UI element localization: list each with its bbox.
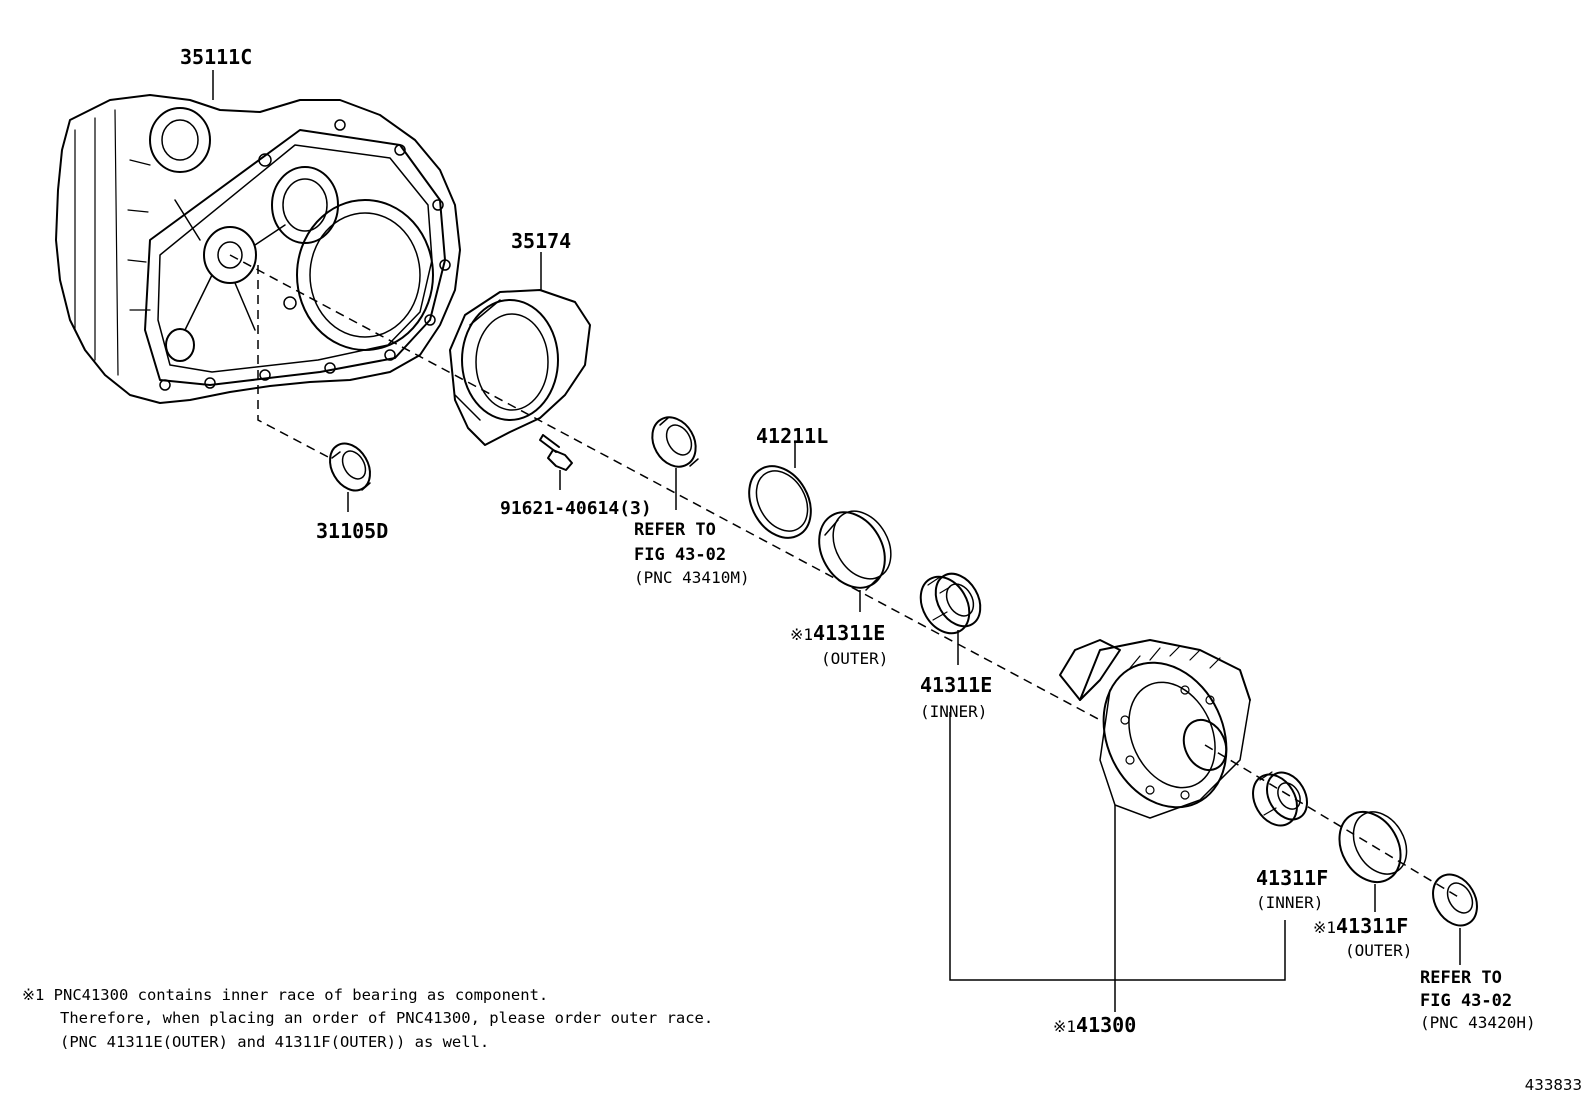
oil-seal-refer-drawing (651, 416, 699, 468)
refer2-line1: REFER TO (1420, 968, 1502, 988)
figure-id: 433833 (1525, 1076, 1582, 1094)
label-41211L: 41211L (756, 424, 828, 448)
mark-41311E-outer: ※1 (790, 625, 813, 644)
bearing-outer-race-41311E-drawing (818, 510, 892, 591)
bearing-inner-race-41311F-drawing (1252, 771, 1308, 827)
cover-35174-drawing (449, 289, 591, 446)
sub-41311F-inner: (INNER) (1256, 893, 1323, 912)
footnote-line1: ※1 PNC41300 contains inner race of beari… (22, 986, 548, 1004)
transaxle-housing-drawing (55, 94, 461, 404)
label-41300: ※141300 (1053, 1013, 1136, 1037)
label-41311F-inner: 41311F (1256, 866, 1328, 890)
bearing-inner-race-41311E-drawing (919, 572, 982, 635)
leader-lines (212, 70, 1461, 1012)
label-35174: 35174 (511, 229, 571, 253)
footnote-line2: Therefore, when placing an order of PNC4… (60, 1009, 713, 1027)
refer2-line2: FIG 43-02 (1420, 991, 1512, 1011)
label-41311E-outer: ※141311E (790, 621, 885, 645)
label-41311E-inner: 41311E (920, 673, 992, 697)
num-41311F-outer: 41311F (1336, 914, 1408, 938)
num-41311E-outer: 41311E (813, 621, 885, 645)
sub-41311E-outer: (OUTER) (821, 649, 888, 668)
sub-41311E-inner: (INNER) (920, 702, 987, 721)
label-35111C: 35111C (180, 45, 252, 69)
bearing-outer-race-41311F-drawing (1338, 811, 1408, 883)
refer2-line3: (PNC 43420H) (1420, 1013, 1536, 1032)
bolt-drawing (539, 434, 573, 471)
refer1-line1: REFER TO (634, 520, 716, 540)
refer1-line3: (PNC 43410M) (634, 568, 750, 587)
label-41311F-outer: ※141311F (1313, 914, 1408, 938)
shim-41211L-drawing (748, 465, 812, 539)
label-31105D: 31105D (316, 519, 388, 543)
label-91621-40614: 91621-40614(3) (500, 498, 652, 519)
num-41300: 41300 (1076, 1013, 1136, 1037)
refer1-line2: FIG 43-02 (634, 545, 726, 565)
oil-seal-31105D-drawing (329, 442, 371, 492)
alignment-axis (229, 254, 1461, 899)
differential-assembly-drawing (1059, 639, 1251, 819)
sub-41311F-outer: (OUTER) (1345, 941, 1412, 960)
footnote-line3: (PNC 41311E(OUTER) and 41311F(OUTER)) as… (60, 1033, 489, 1051)
mark-41300: ※1 (1053, 1017, 1076, 1036)
mark-41311F-outer: ※1 (1313, 918, 1336, 937)
oil-seal-refer2-drawing (1432, 873, 1478, 927)
